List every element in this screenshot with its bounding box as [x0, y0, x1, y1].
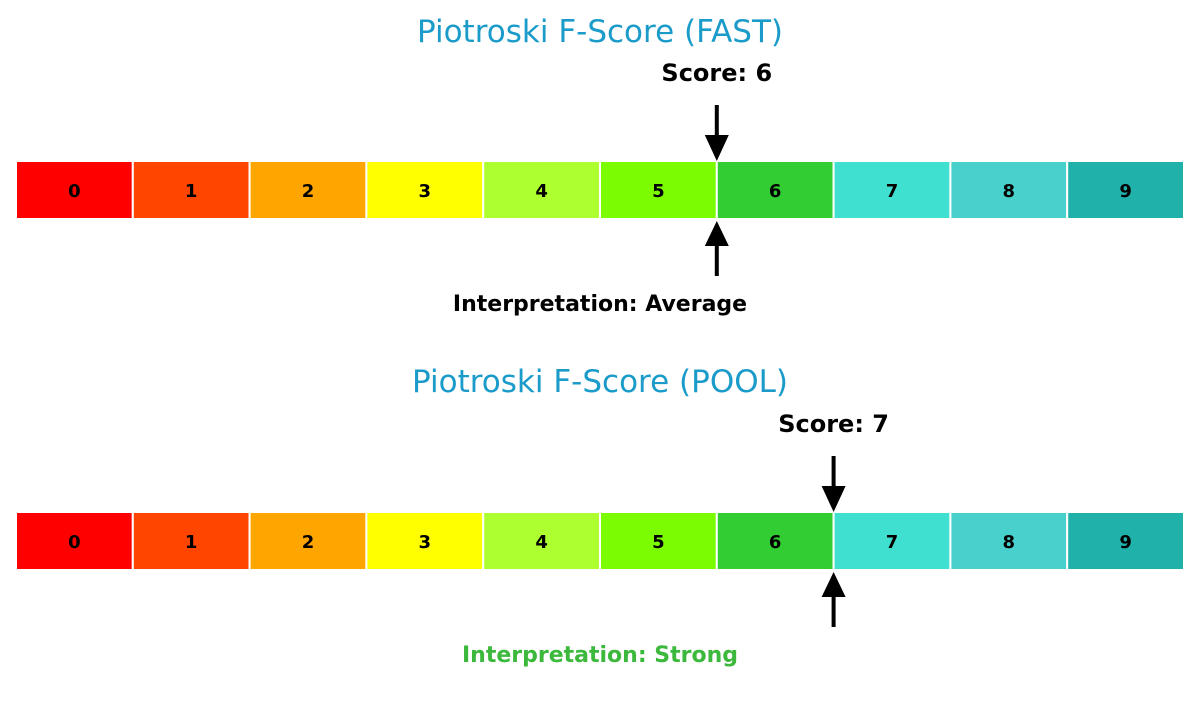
score-segment-7 [832, 511, 952, 571]
interpretation-label: Interpretation: Average [453, 292, 747, 317]
segment-label-4: 4 [535, 532, 548, 553]
segment-label-0: 0 [68, 181, 81, 202]
segment-label-6: 6 [769, 532, 782, 553]
segment-label-9: 9 [1119, 532, 1132, 553]
segment-label-5: 5 [652, 181, 665, 202]
chart-title: Piotroski F-Score (FAST) [417, 14, 783, 50]
segment-label-8: 8 [1003, 181, 1016, 202]
segment-label-8: 8 [1003, 532, 1016, 553]
score-segment-9 [1066, 511, 1185, 571]
score-bar: 0 1 2 3 4 5 6 7 8 9 [15, 160, 1185, 220]
score-segment-5 [599, 160, 718, 220]
gauge-panel-fast: Piotroski F-Score (FAST) Score: 6 0 1 2 3 4 5… [15, 14, 1185, 317]
score-segment-1 [131, 160, 251, 220]
score-label: Score: 7 [778, 410, 889, 438]
down-arrow-head [821, 486, 846, 512]
segment-label-1: 1 [185, 181, 198, 202]
score-segment-0 [15, 511, 134, 571]
segment-label-2: 2 [302, 181, 315, 202]
score-bar: 0 1 2 3 4 5 6 7 8 9 [15, 511, 1185, 571]
segment-label-6: 6 [769, 181, 782, 202]
segment-label-7: 7 [886, 181, 899, 202]
up-arrow-head [821, 572, 846, 597]
segment-label-3: 3 [419, 181, 432, 202]
segment-label-5: 5 [652, 532, 665, 553]
segment-label-3: 3 [419, 532, 432, 553]
segment-label-4: 4 [535, 181, 548, 202]
chart-title: Piotroski F-Score (POOL) [412, 364, 788, 400]
gauge-panel-pool: Piotroski F-Score (POOL) Score: 7 0 1 2 3 4 5… [15, 364, 1185, 668]
up-arrow-head [704, 221, 729, 246]
interpretation-label: Interpretation: Strong [462, 643, 738, 668]
segment-label-0: 0 [68, 532, 81, 553]
score-segment-8 [949, 511, 1069, 571]
score-segment-6 [715, 160, 835, 220]
score-segment-3 [365, 511, 485, 571]
score-segment-7 [832, 160, 952, 220]
score-segment-8 [949, 160, 1069, 220]
score-segment-2 [248, 511, 368, 571]
score-segment-1 [131, 511, 251, 571]
score-segment-4 [482, 160, 602, 220]
score-segment-9 [1066, 160, 1185, 220]
segment-label-7: 7 [886, 532, 899, 553]
score-segment-2 [248, 160, 368, 220]
score-arrows [704, 105, 729, 276]
score-label: Score: 6 [661, 59, 772, 87]
score-arrows [821, 456, 846, 627]
score-segment-0 [15, 160, 134, 220]
segment-label-1: 1 [185, 532, 198, 553]
segment-label-2: 2 [302, 532, 315, 553]
down-arrow-head [704, 135, 729, 161]
segment-label-9: 9 [1119, 181, 1132, 202]
